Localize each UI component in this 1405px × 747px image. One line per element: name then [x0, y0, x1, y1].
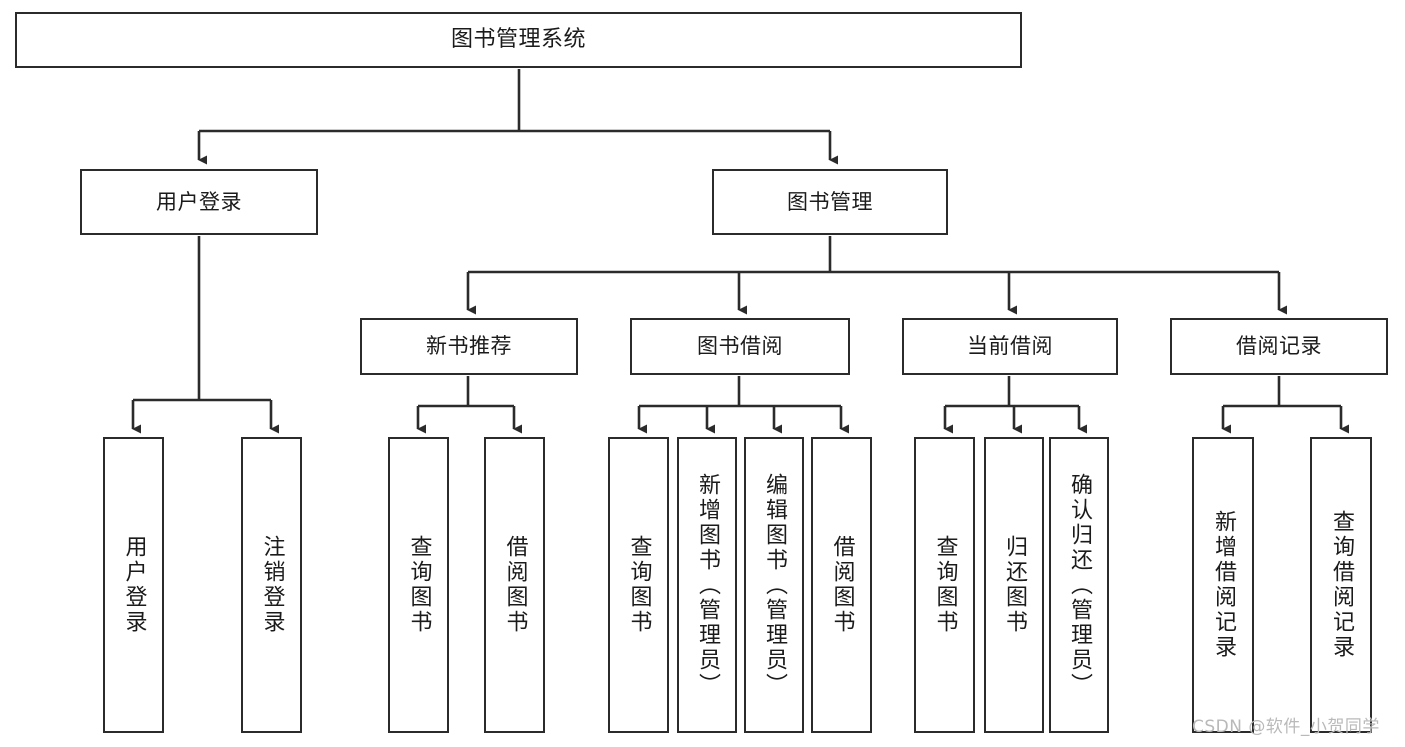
csdn-watermark: CSDN @软件_小贺同学 — [1192, 717, 1380, 737]
node-label: 新书推荐 — [426, 334, 512, 359]
node-label: 借阅图书 — [829, 535, 855, 635]
node-root-system[interactable]: 图书管理系统 — [15, 12, 1022, 68]
node-label: 用户登录 — [121, 535, 147, 635]
node-label: 图书管理 — [787, 189, 873, 214]
node-label: 新增借阅记录 — [1211, 510, 1236, 660]
node-leaf-query-book-2[interactable]: 查询图书 — [608, 437, 669, 733]
node-leaf-return-book[interactable]: 归还图书 — [984, 437, 1044, 733]
node-leaf-query-book-3[interactable]: 查询图书 — [914, 437, 975, 733]
node-label: 归还图书 — [1002, 535, 1027, 635]
node-leaf-confirm-return[interactable]: 确认归还（管理员） — [1049, 437, 1109, 733]
node-label: 确认归还（管理员） — [1067, 472, 1092, 698]
node-label: 查询图书 — [406, 535, 432, 635]
node-label: 新增图书（管理员） — [695, 472, 720, 698]
node-label: 查询借阅记录 — [1329, 510, 1354, 660]
node-new-book-recommend[interactable]: 新书推荐 — [360, 318, 578, 375]
node-current-borrow[interactable]: 当前借阅 — [902, 318, 1118, 375]
node-label: 借阅图书 — [502, 535, 528, 635]
node-label: 当前借阅 — [967, 334, 1053, 359]
node-label: 借阅记录 — [1236, 334, 1322, 359]
node-leaf-query-book-1[interactable]: 查询图书 — [388, 437, 449, 733]
node-label: 查询图书 — [932, 535, 958, 635]
node-leaf-add-record[interactable]: 新增借阅记录 — [1192, 437, 1254, 733]
node-label: 编辑图书（管理员） — [762, 472, 787, 698]
node-leaf-user-login[interactable]: 用户登录 — [103, 437, 164, 733]
node-label: 注销登录 — [259, 535, 285, 635]
node-label: 图书管理系统 — [450, 27, 586, 53]
node-leaf-add-book[interactable]: 新增图书（管理员） — [677, 437, 737, 733]
node-leaf-query-record[interactable]: 查询借阅记录 — [1310, 437, 1372, 733]
node-leaf-edit-book[interactable]: 编辑图书（管理员） — [744, 437, 804, 733]
node-leaf-borrow-book-1[interactable]: 借阅图书 — [484, 437, 545, 733]
node-label: 查询图书 — [626, 535, 652, 635]
node-label: 图书借阅 — [697, 334, 783, 359]
node-leaf-borrow-book-2[interactable]: 借阅图书 — [811, 437, 872, 733]
node-book-manage[interactable]: 图书管理 — [712, 169, 948, 235]
node-borrow-record[interactable]: 借阅记录 — [1170, 318, 1388, 375]
node-user-login[interactable]: 用户登录 — [80, 169, 318, 235]
node-leaf-logout[interactable]: 注销登录 — [241, 437, 302, 733]
node-label: 用户登录 — [156, 189, 242, 214]
node-book-borrow[interactable]: 图书借阅 — [630, 318, 850, 375]
